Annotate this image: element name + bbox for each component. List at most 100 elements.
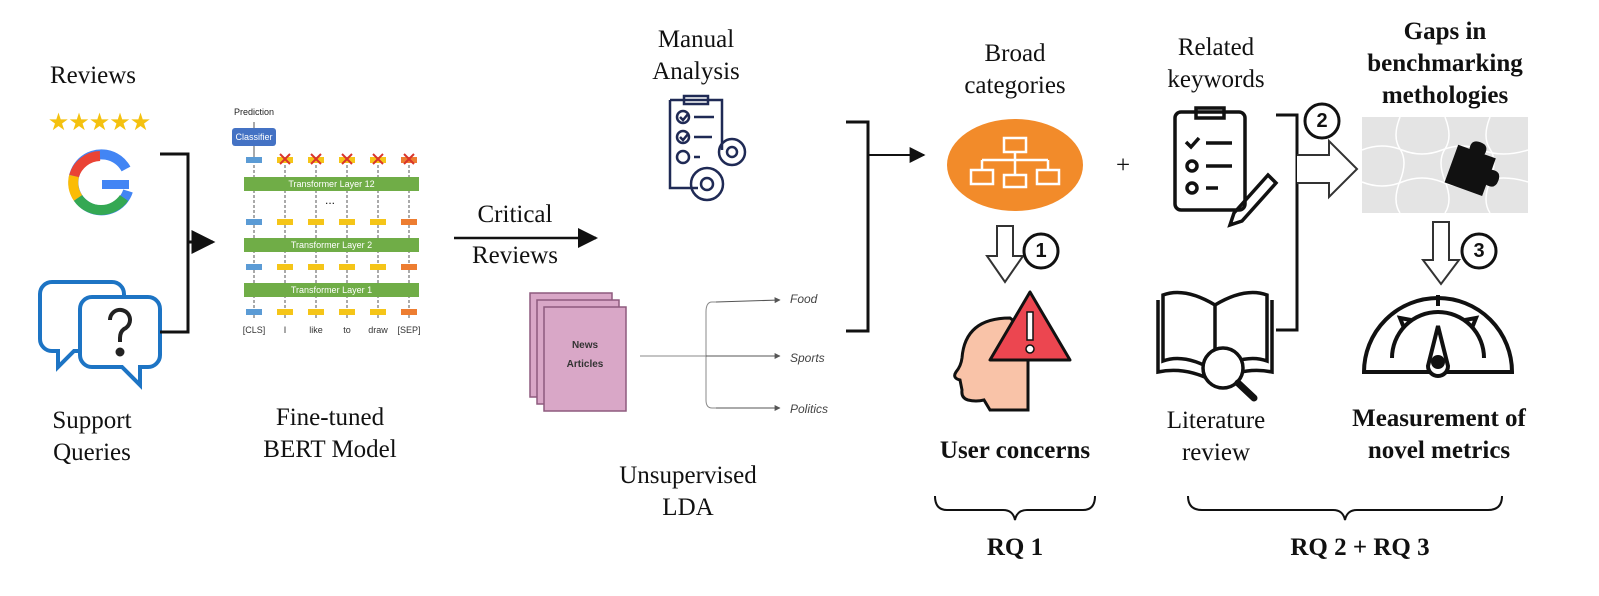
manual-label-1: Manual [657,26,735,53]
rq1-brace [934,495,1096,521]
bert-token-label: to [343,325,351,335]
step-1-circle [1022,232,1060,270]
clipboard-pen-icon [1173,106,1279,228]
bert-model-diagram [232,122,419,318]
lda-topic-tree [640,297,781,411]
rq1-label: RQ 1 [986,534,1044,561]
bert-embedding [401,264,417,270]
bert-layer-2-label: Transformer Layer 2 [290,240,373,250]
news-label-2: Articles [566,359,604,370]
bert-layer-12-label: Transformer Layer 12 [288,179,375,189]
gaps-label-2: benchmarking [1367,50,1523,77]
keywords-literature-bracket [1276,113,1299,332]
book-search-icon [1156,290,1274,402]
chat-bubbles-icon [38,280,162,390]
org-chart-icon [947,119,1083,211]
step-2-number: 2 [1316,110,1328,132]
user-concerns-label: User concerns [939,437,1091,464]
bert-caption-1: Fine-tuned [275,404,385,431]
gauge-icon [1361,295,1515,378]
bert-embedding [308,219,324,225]
bert-token-label: draw [368,325,388,335]
bert-embedding [277,264,293,270]
analysis-merge-bracket [846,120,926,333]
down-arrow-3 [1421,221,1461,286]
news-label-1: News [571,340,599,351]
measure-label-1: Measurement of [1352,405,1526,432]
question-mark-icon [107,307,132,357]
measure-label-2: novel metrics [1367,437,1511,464]
masked-output-cross-icon [279,153,291,165]
topic-sports: Sports [790,351,825,365]
gaps-label-3: methologies [1381,82,1509,109]
input-merge-bracket [160,152,216,334]
bert-layer-1-label: Transformer Layer 1 [290,285,373,295]
masked-output-cross-icon [341,153,353,165]
step-2-circle [1303,102,1341,140]
bert-token-label: [CLS] [242,325,266,335]
bert-embedding [308,264,324,270]
masked-output-cross-icon [372,153,384,165]
head-warning-icon [953,290,1072,412]
bert-embedding [401,219,417,225]
step-1-number: 1 [1035,240,1047,262]
related-label-2: keywords [1167,66,1265,93]
down-arrow-1 [985,225,1025,284]
topic-food: Food [790,292,818,306]
bert-token-label: [SEP] [397,325,421,335]
bert-caption-2: BERT Model [263,436,397,463]
lda-caption-1: Unsupervised [619,462,757,489]
bert-prediction-label: Prediction [233,107,275,117]
bert-ellipsis: ... [324,193,335,207]
bert-embedding [308,309,324,315]
right-arrow-2 [1297,138,1359,200]
bert-embedding [339,309,355,315]
plus-sign: + [1115,152,1131,179]
manual-label-2: Analysis [652,58,740,85]
news-articles-stack [529,292,627,412]
broad-label-2: categories [964,72,1066,99]
related-label-1: Related [1177,34,1255,61]
bert-token-label: like [309,325,323,335]
transformer-layer-2 [244,238,419,252]
lda-caption-2: LDA [662,494,714,521]
masked-output-cross-icon [310,153,322,165]
bert-embedding [277,219,293,225]
critical-label-2: Reviews [471,242,559,269]
support-label-2: Queries [53,439,131,466]
bert-embedding [277,309,293,315]
gaps-label-1: Gaps in [1403,18,1487,45]
bert-embedding [370,264,386,270]
five-star-rating-icon: ★★★★★ [47,108,152,136]
bert-classifier-label: Classifier [235,132,273,142]
bert-embedding [370,309,386,315]
bert-embedding [339,219,355,225]
transformer-layer-1 [244,283,419,297]
google-icon [68,149,133,216]
bert-embedding [246,309,262,315]
bert-token-label: I [283,325,287,335]
checklist-gears-icon [668,94,747,202]
bert-embedding [246,264,262,270]
reviews-label: Reviews [49,62,137,89]
support-label-1: Support [52,407,132,434]
step-3-number: 3 [1473,240,1485,262]
literature-label-1: Literature [1166,407,1266,434]
literature-label-2: review [1181,439,1251,466]
bert-embedding [246,157,262,163]
topic-politics: Politics [790,402,829,416]
bert-embedding [339,264,355,270]
bert-embedding [370,219,386,225]
rq23-brace [1187,495,1503,521]
step-3-circle [1460,232,1498,270]
puzzle-image [1361,116,1529,214]
bert-embedding [246,219,262,225]
broad-label-1: Broad [984,40,1046,67]
transformer-layer-12 [244,177,419,191]
bert-embedding [401,309,417,315]
critical-label-1: Critical [477,201,553,228]
classifier-box [232,128,276,146]
rq23-label: RQ 2 + RQ 3 [1290,534,1430,561]
masked-output-cross-icon [403,153,415,165]
